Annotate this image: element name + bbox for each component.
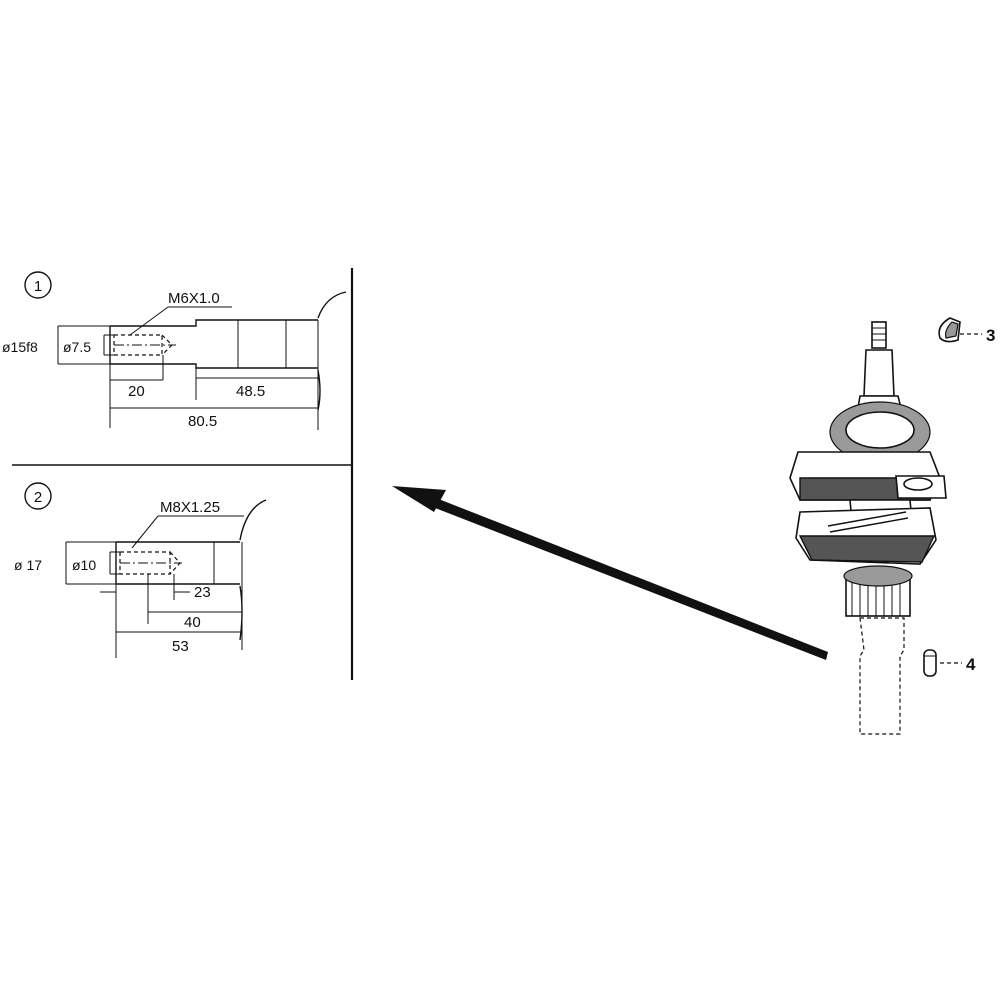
timing-gear bbox=[843, 565, 913, 617]
pointer-arrow bbox=[392, 486, 828, 660]
detail-2-outer-diameter: ø 17 bbox=[14, 557, 42, 573]
woodruff-key bbox=[938, 317, 982, 343]
detail-2-dim-40: 40 bbox=[184, 614, 201, 631]
callout-3: 3 bbox=[986, 326, 995, 345]
crankshaft-thread-end bbox=[871, 321, 887, 349]
detail-frame bbox=[12, 268, 354, 680]
detail-2-inner-diameter: ø10 bbox=[72, 557, 96, 573]
dowel-pin bbox=[923, 649, 962, 677]
detail-1-shaft-profile bbox=[109, 291, 347, 430]
detail-1-inner-diameter: ø7.5 bbox=[63, 339, 91, 355]
crankshaft-output-end bbox=[859, 617, 905, 735]
detail-1-thread-label: M6X1.0 bbox=[168, 290, 220, 307]
detail-1-dim-20: 20 bbox=[128, 383, 145, 400]
detail-1-number: 1 bbox=[34, 278, 42, 295]
detail-1-dim-48-5: 48.5 bbox=[236, 383, 265, 400]
crankshaft-illustration bbox=[789, 321, 947, 735]
detail-1-outer-diameter: ø15f8 bbox=[2, 339, 38, 355]
detail-2: 2 M8X1.25 ø 17 ø10 23 40 bbox=[14, 482, 267, 658]
detail-2-dim-53: 53 bbox=[172, 638, 189, 655]
detail-1-dim-80-5: 80.5 bbox=[188, 413, 217, 430]
detail-2-thread-label: M8X1.25 bbox=[160, 499, 220, 516]
detail-2-shaft-profile bbox=[115, 499, 267, 650]
callout-4: 4 bbox=[966, 655, 976, 674]
detail-1: 1 M6X1.0 ø15f8 ø7.5 bbox=[2, 271, 347, 430]
detail-2-dim-23: 23 bbox=[194, 584, 211, 601]
detail-2-badge bbox=[24, 482, 52, 510]
detail-2-number: 2 bbox=[34, 489, 42, 506]
detail-1-badge bbox=[24, 271, 52, 299]
